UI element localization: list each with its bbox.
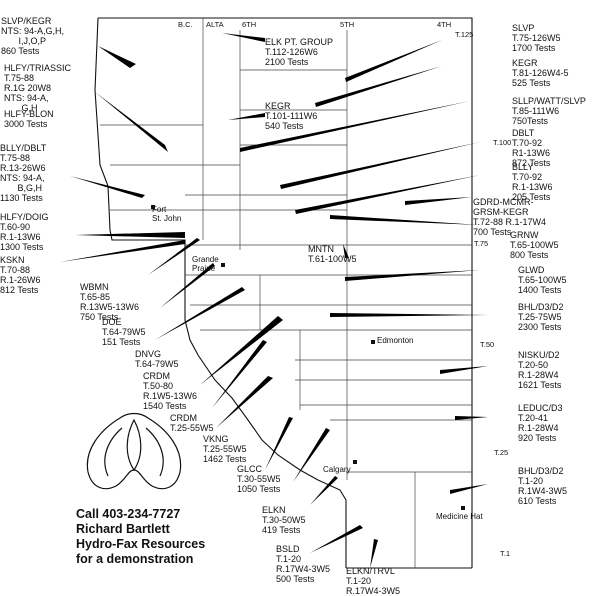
meridian-label-4th: 4TH <box>437 20 452 29</box>
data-label-kskn: KSKN T.70-88 R.1-26W6 812 Tests <box>0 255 41 295</box>
data-label-bhl-d3-d2-1: BHL/D3/D2 T.25-75W5 2300 Tests <box>518 302 564 332</box>
contact-company: Hydro-Fax Resources <box>76 537 206 551</box>
data-label-hlfy-blon: HLFY-BLON 3000 Tests <box>4 109 54 129</box>
data-label-kegr-101: KEGR T.101-111W6 540 Tests <box>265 101 318 131</box>
city-label-edmonton: Edmonton <box>377 336 414 345</box>
map-outline <box>94 17 473 569</box>
township-label-100: T.100 <box>493 138 512 147</box>
township-label-125: T.125 <box>455 30 474 39</box>
city-marker-fort-st-john <box>151 205 155 209</box>
data-label-elkn-trvl: ELKN/TRVL T.1-20 R.17W4-3W5 <box>346 566 401 596</box>
data-label-slvp-kegr: SLVP/KEGR NTS: 94-A,G,H, I,J,O,P 860 Tes… <box>1 16 65 56</box>
city-marker-calgary <box>353 460 357 464</box>
data-label-hlfy-doig: HLFY/DOIG T.60-90 R.1-13W6 1300 Tests <box>0 212 49 252</box>
province-label-alta: ALTA <box>206 20 224 29</box>
data-label-glcc: GLCC T.30-55W5 1050 Tests <box>237 464 281 494</box>
data-label-blly-dblt: BLLY/DBLT T.75-88 R.13-26W6 NTS: 94-A, B… <box>0 143 47 203</box>
data-label-crdm-2: CRDM T.25-55W5 <box>170 413 214 433</box>
contact-cta: for a demonstration <box>76 552 194 566</box>
data-label-crdm-1: CRDM T.50-80 R.1W5-13W6 1540 Tests <box>143 371 198 411</box>
data-label-sllp-watt-slvp: SLLP/WATT/SLVP T.85-111W6 750Tests <box>512 96 586 126</box>
data-label-bhl-d3-d2-2: BHL/D3/D2 T.1-20 R.1W4-3W5 610 Tests <box>518 466 568 506</box>
province-label-bc: B.C. <box>178 20 193 29</box>
township-label-25: T.25 <box>494 448 509 457</box>
city-label-fort-st-john: Fort St. John <box>152 205 182 223</box>
data-label-mntn: MNTN T.61-100W5 <box>308 244 357 264</box>
data-label-leduc-d3: LEDUC/D3 T.20-41 R.1-28W4 920 Tests <box>518 403 563 443</box>
data-label-dnvg: DNVG T.64-79W5 <box>135 349 179 369</box>
city-label-medicine-hat: Medicine Hat <box>436 512 483 521</box>
data-label-hlfy-triassic: HLFY/TRIASSIC T.75-88 R.1G 20W8 NTS: 94-… <box>4 63 72 113</box>
pointer-lines <box>60 33 488 568</box>
meridian-label-5th: 5TH <box>340 20 355 29</box>
township-label-1: T.1 <box>500 549 511 558</box>
township-label-75: T.75 <box>474 239 489 248</box>
hydro-fax-logo <box>86 412 182 490</box>
city-marker-grande-prairie <box>221 263 225 267</box>
township-label-50: T.50 <box>480 340 495 349</box>
city-label-grande-prairie: Grande Prairie <box>192 255 219 273</box>
contact-name: Richard Bartlett <box>76 522 170 536</box>
data-label-blly: BLLY T.70-92 R.1-13W6 205 Tests <box>512 162 553 202</box>
contact-block: Call 403-234-7727 Richard Bartlett Hydro… <box>76 507 205 567</box>
data-label-slvp: SLVP T.75-126W5 1700 Tests <box>512 23 561 53</box>
data-label-glwd: GLWD T.65-100W5 1400 Tests <box>518 265 567 295</box>
data-label-dblt: DBLT T.70-92 R1-13W6 872 Tests <box>512 128 551 168</box>
data-label-nisku-d2: NISKU/D2 T.20-50 R.1-28W4 1621 Tests <box>518 350 562 390</box>
data-label-grnw: GRNW T.65-100W5 800 Tests <box>510 230 559 260</box>
city-marker-edmonton <box>371 340 375 344</box>
meridian-label-6th: 6TH <box>242 20 257 29</box>
data-label-gdrd-mcmr: GDRD-MCMR- GRSM-KEGR T.72-88 R.1-17W4 70… <box>473 197 547 237</box>
data-label-vkng: VKNG T.25-55W5 1462 Tests <box>203 434 247 464</box>
data-label-bsld: BSLD T.1-20 R.17W4-3W5 500 Tests <box>276 544 331 584</box>
data-label-elkn: ELKN T.30-50W5 419 Tests <box>262 505 306 535</box>
contact-phone[interactable]: Call 403-234-7727 <box>76 507 181 521</box>
city-marker-medicine-hat <box>461 506 465 510</box>
data-label-elk-pt-group: ELK PT. GROUP T.112-126W6 2100 Tests <box>265 37 334 67</box>
data-label-wbmn: WBMN T.65-85 R.13W5-13W6 750 Tests <box>80 282 140 322</box>
data-label-kegr-81: KEGR T.81-126W4-5 525 Tests <box>512 58 569 88</box>
data-label-doe: DOE T.64-79W5 151 Tests <box>102 317 146 347</box>
city-label-calgary: Calgary <box>323 465 351 474</box>
